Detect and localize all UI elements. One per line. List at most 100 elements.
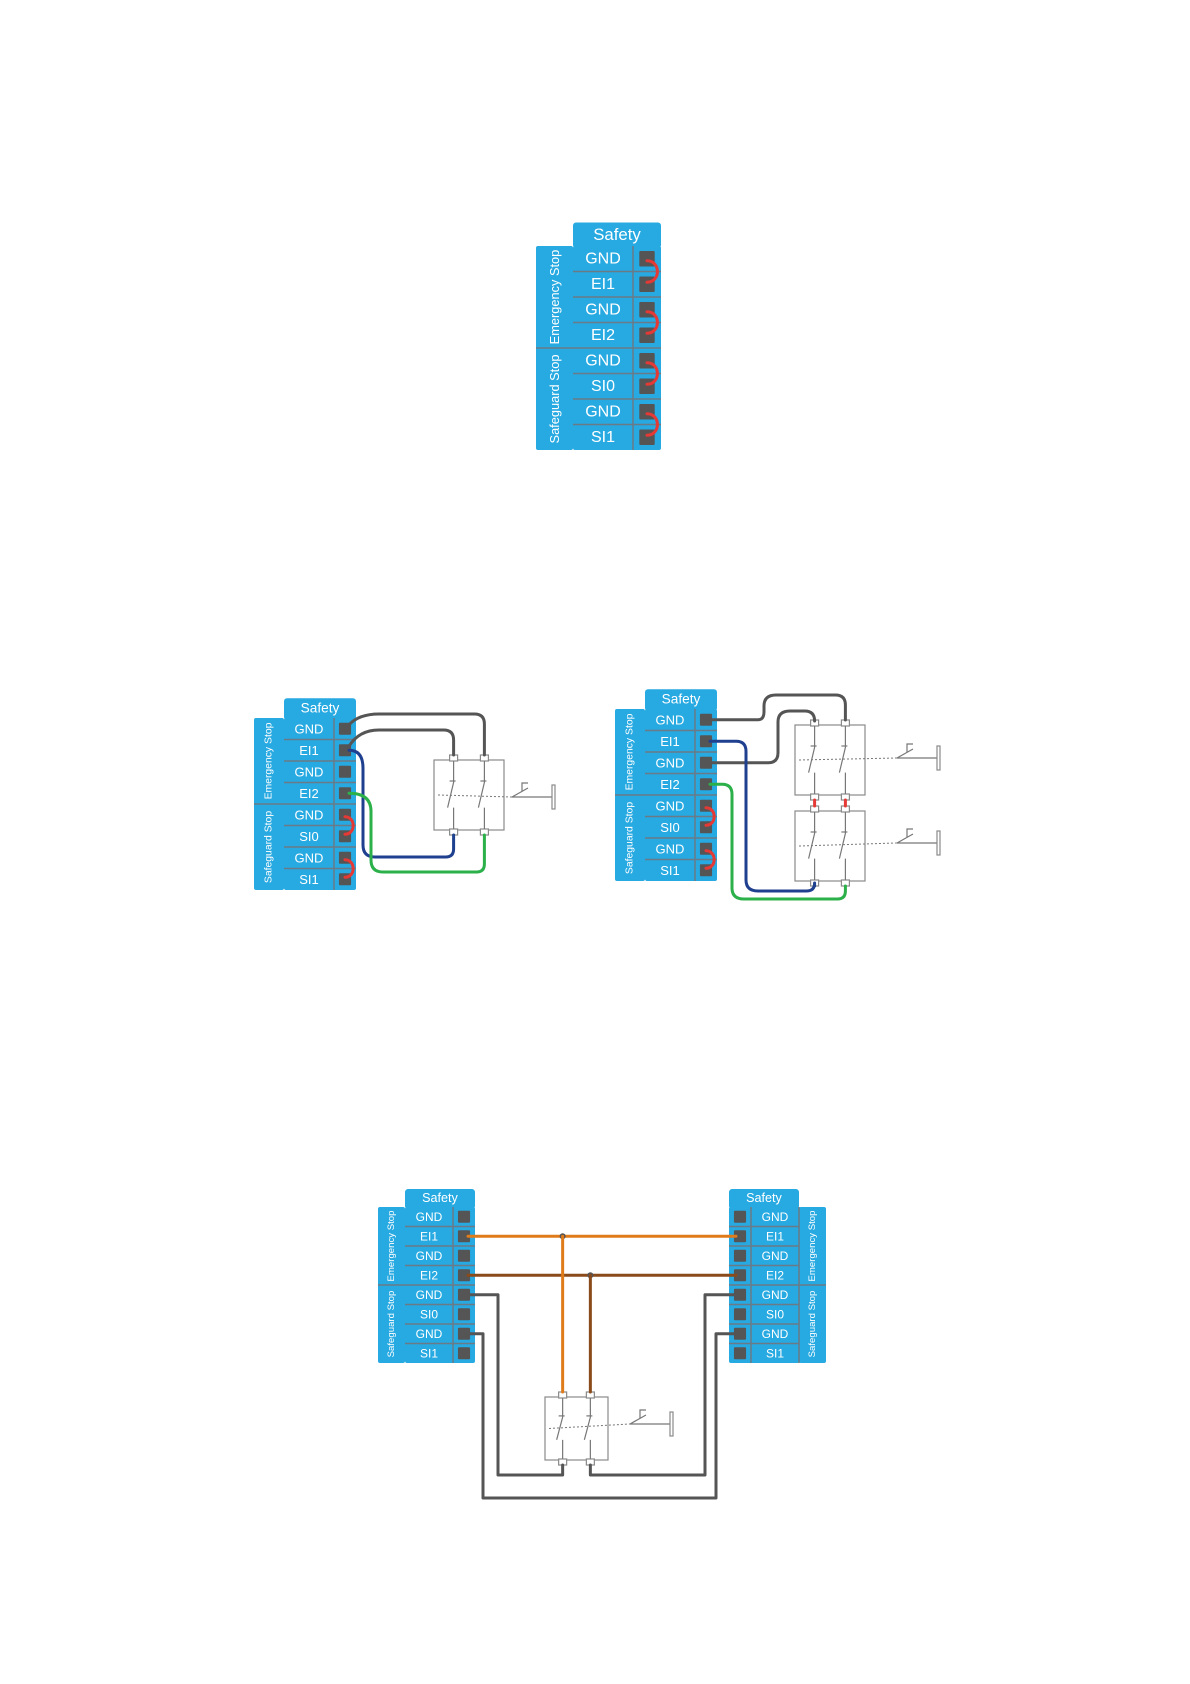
safety-header bbox=[729, 1189, 799, 1209]
safeguard-stop-label: Safeguard Stop bbox=[625, 802, 636, 874]
terminal-row-label: GND bbox=[656, 798, 685, 813]
screw-terminal bbox=[338, 765, 352, 778]
safeguard-stop-label: Safeguard Stop bbox=[547, 355, 562, 444]
jumper-wire bbox=[645, 412, 659, 437]
safety-header bbox=[405, 1189, 475, 1209]
emergency-stop-label: Emergency Stop bbox=[264, 722, 275, 799]
terminal-row-label: GND bbox=[585, 250, 621, 267]
terminal-row-label: GND bbox=[416, 1249, 443, 1263]
emergency-switch-upper bbox=[794, 719, 941, 801]
terminal-row-label: SI1 bbox=[766, 1346, 784, 1360]
push-button-icon bbox=[896, 828, 937, 844]
push-button-head bbox=[551, 784, 556, 810]
terminal-row-label: GND bbox=[656, 841, 685, 856]
screw-terminal bbox=[733, 1327, 747, 1340]
safety-header bbox=[573, 222, 661, 248]
contact-symbol bbox=[808, 812, 816, 880]
safety-header bbox=[645, 689, 717, 711]
screw-terminal bbox=[457, 1288, 471, 1301]
jumper-wire bbox=[704, 849, 716, 870]
jumper-wire bbox=[343, 815, 355, 836]
terminal-row-label: EI1 bbox=[766, 1229, 784, 1243]
contact-symbol bbox=[838, 812, 846, 880]
wire-ei1 bbox=[347, 748, 456, 859]
wire-ei1 bbox=[708, 739, 817, 893]
emergency-switch bbox=[433, 754, 556, 836]
wire-gnd bbox=[347, 712, 486, 757]
jumper-wire bbox=[645, 310, 659, 335]
wire-gnd-left bbox=[466, 1293, 565, 1477]
emergency-switch-lower bbox=[794, 805, 941, 887]
terminal-row-label: SI1 bbox=[660, 863, 680, 878]
terminal-row-label: GND bbox=[416, 1327, 443, 1341]
terminal-row-label: GND bbox=[416, 1288, 443, 1302]
wire-gnd bbox=[708, 693, 847, 722]
switch-housing bbox=[794, 724, 866, 796]
screw-terminal bbox=[699, 778, 713, 791]
contact-symbol bbox=[808, 726, 816, 794]
screw-terminal bbox=[457, 1327, 471, 1340]
safety-header-label: Safety bbox=[662, 692, 701, 707]
screw-terminal bbox=[733, 1347, 747, 1360]
screw-terminal bbox=[457, 1308, 471, 1321]
screw-terminal bbox=[338, 787, 352, 800]
wire-ei2 bbox=[708, 782, 847, 901]
screw-terminal bbox=[639, 404, 655, 420]
push-button-icon bbox=[629, 1409, 670, 1425]
terminal-row-label: GND bbox=[656, 755, 685, 770]
wire-gnd-right bbox=[588, 1293, 738, 1477]
switch-housing bbox=[794, 810, 866, 882]
emergency-stop-label: Emergency Stop bbox=[807, 1211, 818, 1282]
screw-terminal bbox=[639, 353, 655, 369]
terminal-row-label: GND bbox=[762, 1210, 789, 1224]
actuator-link bbox=[437, 794, 513, 798]
terminal-row-label: SI0 bbox=[660, 820, 680, 835]
safeguard-stop-label: Safeguard Stop bbox=[807, 1291, 818, 1358]
terminal-row-label: SI0 bbox=[420, 1307, 438, 1321]
terminal-row-label: EI1 bbox=[660, 734, 680, 749]
terminal-row-label: GND bbox=[585, 301, 621, 318]
terminal-row-label: EI2 bbox=[420, 1268, 438, 1282]
screw-terminal bbox=[639, 327, 655, 343]
wire-ei2 bbox=[347, 791, 486, 874]
terminal-row-label: GND bbox=[295, 721, 324, 736]
screw-terminal bbox=[457, 1269, 471, 1282]
terminal-row-label: SI0 bbox=[591, 378, 615, 395]
safety-header-label: Safety bbox=[746, 1191, 782, 1205]
contact-symbol bbox=[583, 1398, 591, 1459]
contact-symbol bbox=[556, 1398, 564, 1459]
screw-terminal bbox=[639, 302, 655, 318]
push-button-head bbox=[669, 1411, 674, 1437]
screw-terminal bbox=[699, 735, 713, 748]
screw-terminal bbox=[639, 276, 655, 292]
screw-terminal bbox=[639, 251, 655, 267]
terminal-row-label: EI1 bbox=[591, 276, 615, 293]
terminal-row-label: GND bbox=[416, 1210, 443, 1224]
terminal-row-label: SI1 bbox=[420, 1346, 438, 1360]
jumper-wire bbox=[645, 361, 659, 386]
screw-terminal bbox=[733, 1210, 747, 1223]
actuator-link bbox=[798, 757, 898, 761]
jumper-wire bbox=[704, 806, 716, 827]
switch-housing bbox=[433, 759, 505, 831]
safety-header-label: Safety bbox=[422, 1191, 458, 1205]
terminal-row-label: GND bbox=[585, 352, 621, 369]
terminal-row-label: EI2 bbox=[766, 1268, 784, 1282]
screw-terminal bbox=[699, 713, 713, 726]
safety-header-label: Safety bbox=[301, 701, 340, 716]
emergency-stop-label: Emergency Stop bbox=[625, 713, 636, 790]
screw-terminal bbox=[733, 1230, 747, 1243]
screw-terminal bbox=[733, 1308, 747, 1321]
emergency-stop-label: Emergency Stop bbox=[386, 1211, 397, 1282]
screw-terminal bbox=[457, 1249, 471, 1262]
push-button-icon bbox=[896, 743, 937, 759]
terminal-row-label: EI2 bbox=[660, 777, 680, 792]
safety-header bbox=[284, 698, 356, 720]
contact-symbol bbox=[447, 761, 455, 829]
terminal-row-label: GND bbox=[295, 807, 324, 822]
actuator-link bbox=[548, 1423, 631, 1429]
screw-terminal bbox=[733, 1249, 747, 1262]
